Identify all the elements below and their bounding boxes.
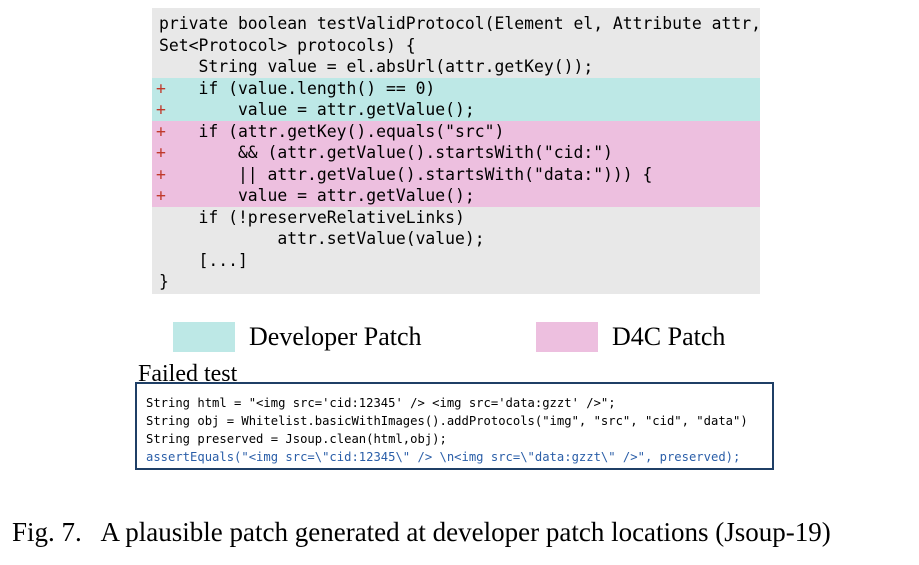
code-text: String value = el.absUrl(attr.getKey()); [159, 57, 594, 76]
legend-swatch-developer [173, 322, 235, 352]
code-line: + if (attr.getKey().equals("src") [152, 120, 760, 142]
code-line: + value = attr.getValue(); [152, 99, 760, 121]
code-text: } [159, 272, 169, 291]
test-line: assertEquals("<img src=\"cid:12345\" /> … [146, 450, 741, 464]
code-text: || attr.getValue().startsWith("data:")))… [159, 164, 653, 184]
code-line: [...] [152, 250, 760, 272]
test-line: String html = "<img src='cid:12345' /> <… [146, 396, 616, 410]
code-text: value = attr.getValue(); [159, 100, 475, 119]
diff-marker: + [156, 121, 166, 141]
code-listing: private boolean testValidProtocol(Elemen… [152, 8, 761, 294]
diff-marker: + [156, 100, 166, 119]
failed-test-box: String html = "<img src='cid:12345' /> <… [135, 382, 774, 470]
legend-swatch-d4c [536, 322, 598, 352]
code-line: Set<Protocol> protocols) { [152, 35, 760, 57]
figure-caption: Fig. 7. A plausible patch generated at d… [12, 517, 831, 547]
code-line: } [152, 271, 760, 293]
code-line: String value = el.absUrl(attr.getKey()); [152, 56, 760, 78]
code-text: private boolean testValidProtocol(Elemen… [159, 14, 761, 33]
code-line: private boolean testValidProtocol(Elemen… [152, 13, 761, 35]
code-text: Set<Protocol> protocols) { [159, 35, 416, 55]
diff-marker: + [156, 143, 166, 162]
legend-label-d4c: D4C Patch [612, 322, 726, 351]
code-text: [...] [159, 250, 248, 270]
code-line: attr.setValue(value); [152, 228, 760, 250]
code-text: attr.setValue(value); [159, 229, 485, 248]
diff-marker: + [156, 78, 166, 98]
test-line: String obj = Whitelist.basicWithImages()… [146, 414, 748, 428]
diff-marker: + [156, 186, 166, 205]
code-line: + && (attr.getValue().startsWith("cid:") [152, 142, 760, 164]
test-line: String preserved = Jsoup.clean(html,obj)… [146, 432, 447, 446]
code-text: if (value.length() == 0) [159, 78, 436, 98]
code-line: + if (value.length() == 0) [152, 77, 760, 99]
code-line: + || attr.getValue().startsWith("data:")… [152, 163, 760, 185]
code-text: && (attr.getValue().startsWith("cid:") [159, 143, 613, 162]
code-text: if (attr.getKey().equals("src") [159, 121, 505, 141]
code-text: if (!preserveRelativeLinks) [159, 207, 465, 227]
code-line: + value = attr.getValue(); [152, 185, 760, 207]
diff-marker: + [156, 164, 166, 184]
legend-label-developer: Developer Patch [249, 322, 422, 351]
code-text: value = attr.getValue(); [159, 186, 475, 205]
code-line: if (!preserveRelativeLinks) [152, 207, 760, 229]
